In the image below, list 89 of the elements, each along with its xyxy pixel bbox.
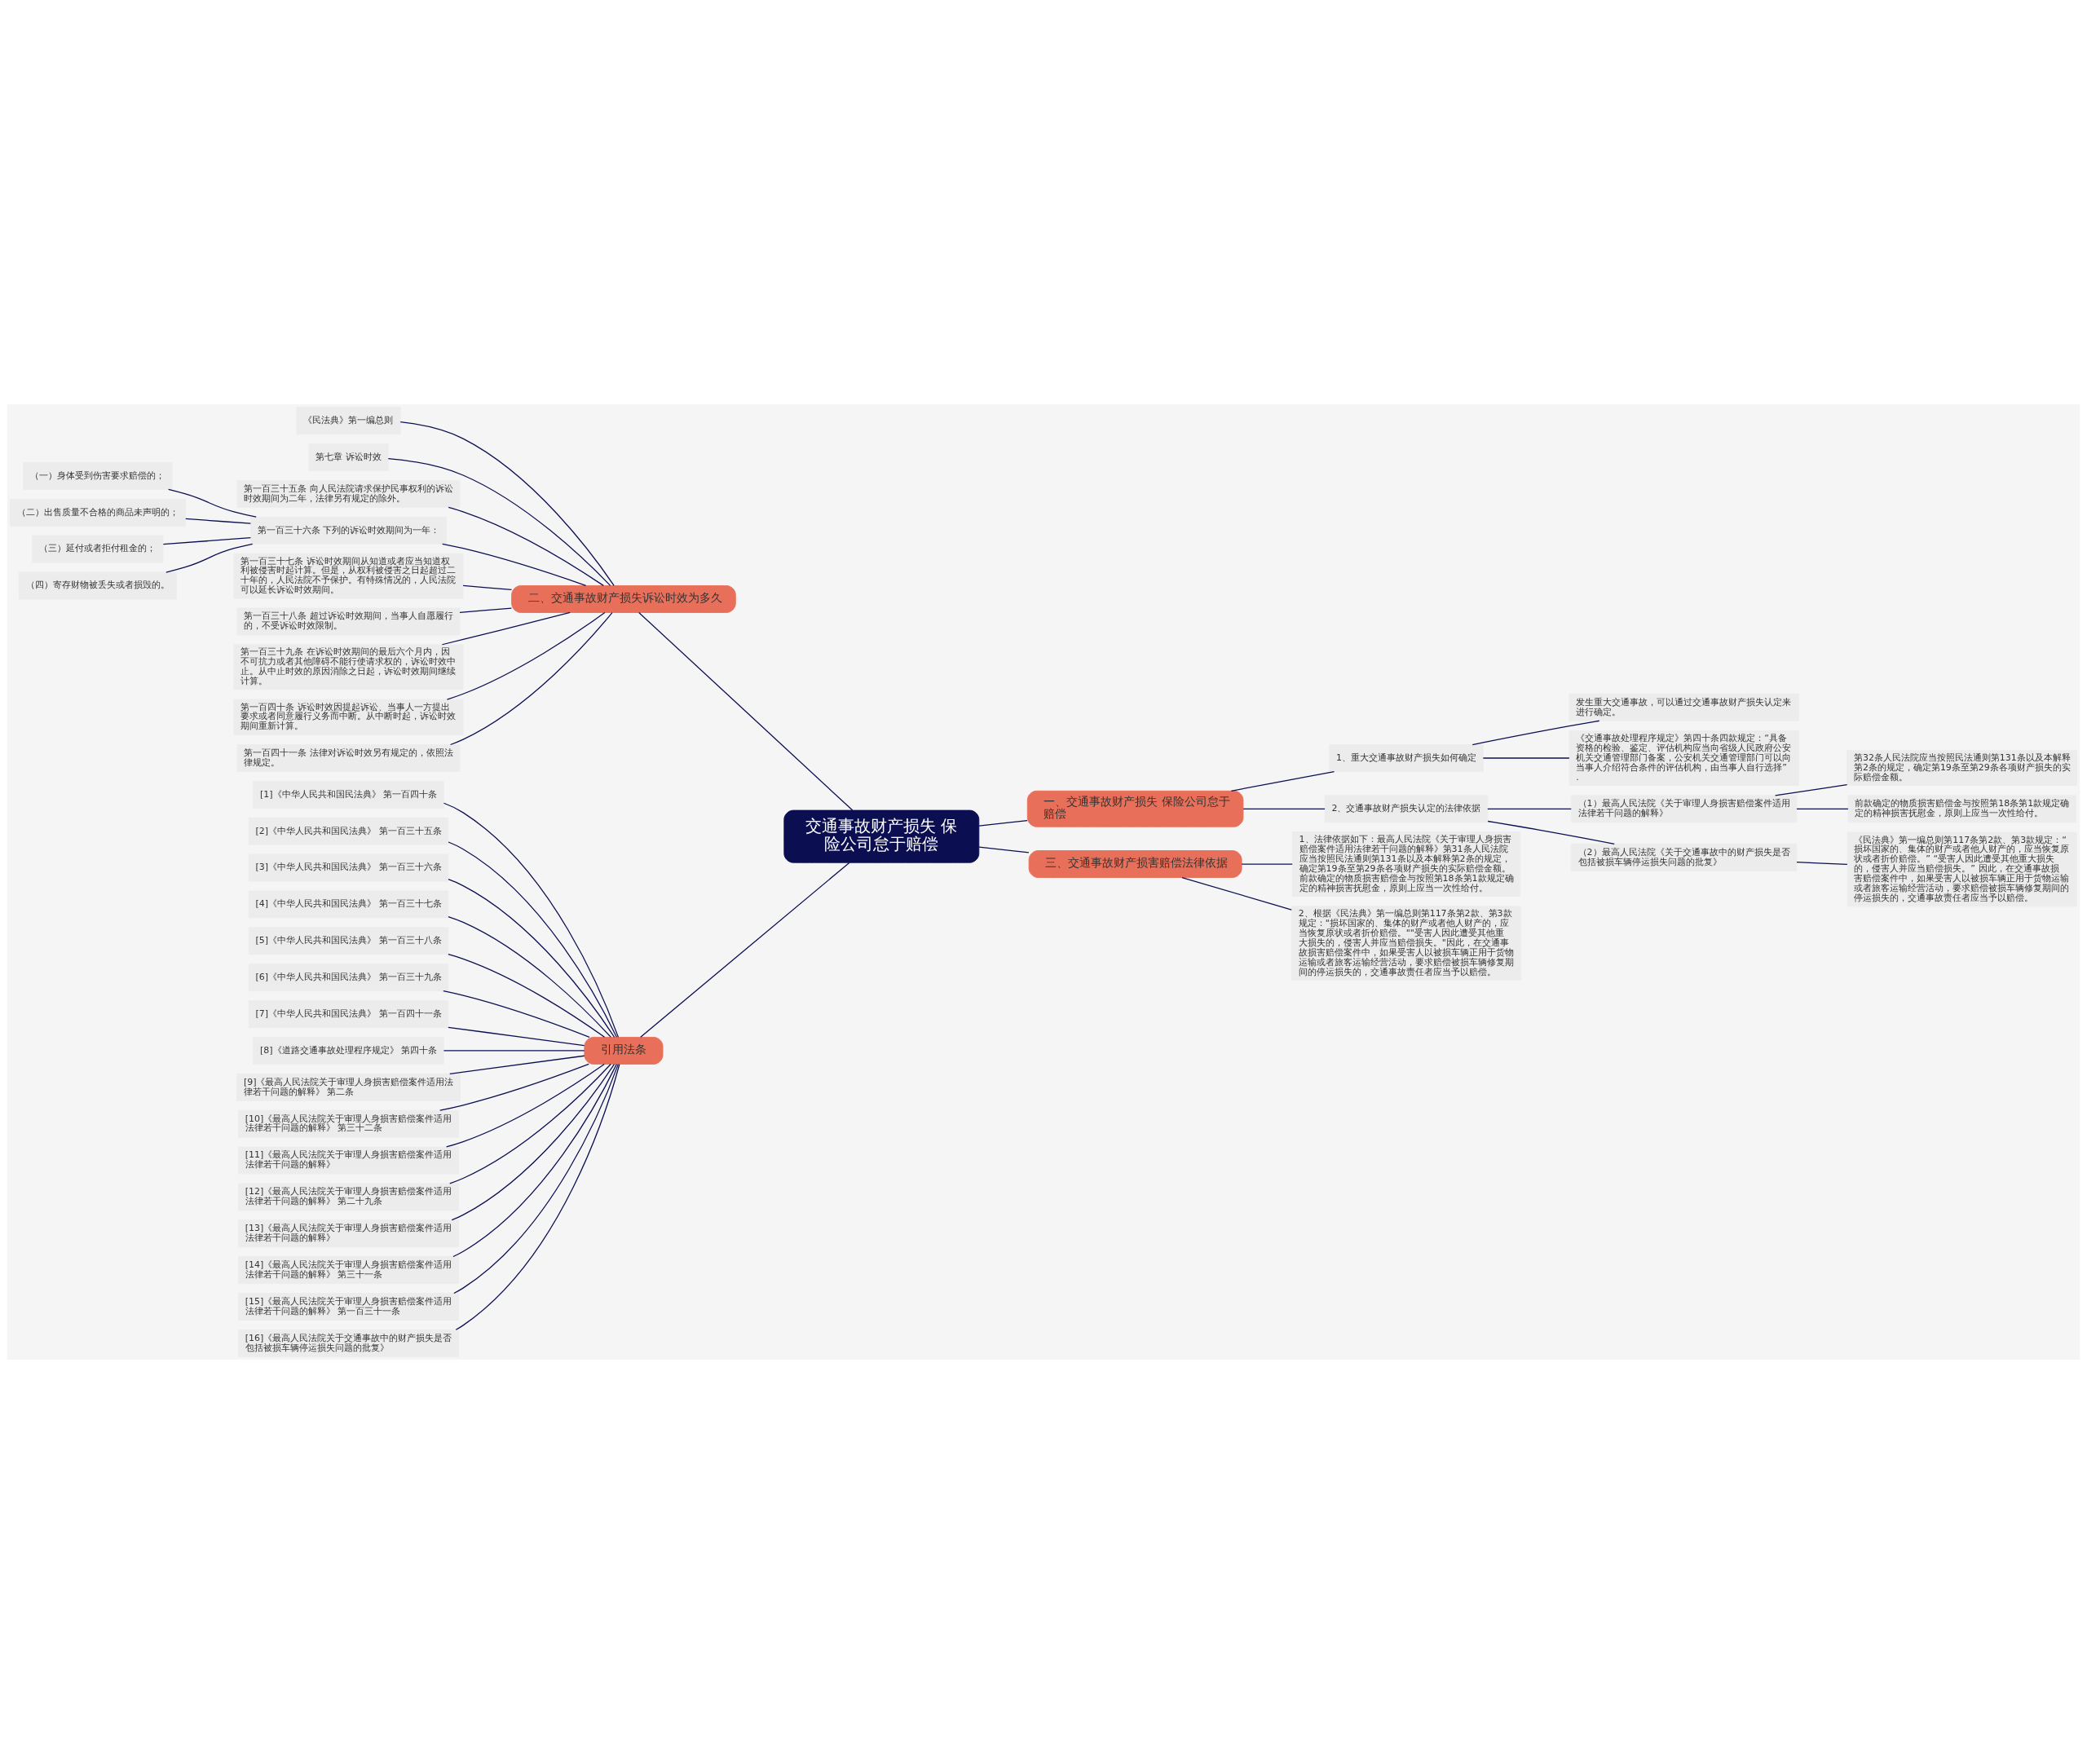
node-box: 第一百三十八条 超过诉讼时效期间，当事人自愿履行的，不受诉讼时效限制。 xyxy=(236,607,461,636)
node-box: [7]《中华人民共和国民法典》 第一百四十一条 xyxy=(248,1000,449,1028)
connector xyxy=(162,537,252,545)
connector xyxy=(1796,808,1849,809)
connector xyxy=(399,421,615,586)
connector xyxy=(448,1026,585,1047)
node-box: 前款确定的物质损害赔偿金与按照第18条第1款规定确定的精神损害抚慰金，原则上应当一次性给付。 xyxy=(1847,795,2076,823)
connector xyxy=(448,915,611,1038)
node-box: 《民法典》第一编总则第117条第2款、第3款规定：“损坏国家的、集体的财产或者他人财产的，应当恢复原状或者折价赔偿。” “受害人因此遭受其他重大损失的，侵害人并应当赔偿损失。” 因此，在交通事故损害赔偿案件中，如果受害人以被损车辆正用于货物运输或者旅客运输经营活动，要求赔偿被损车辆修复期间的停运损失的，交通事故责任者应当予以赔偿。 xyxy=(1847,831,2077,907)
connector xyxy=(1482,757,1570,759)
node-box: （二）出售质量不合格的商品未声明的； xyxy=(9,498,186,527)
node-box: 《民法典》第一编总则 xyxy=(296,407,401,435)
node-box: （2）最高人民法院《关于交通事故中的财产损失是否包括被损车辆停运损失问题的批复》 xyxy=(1570,843,1798,871)
connector xyxy=(978,820,1028,827)
node-box: [4]《中华人民共和国民法典》 第一百三十七条 xyxy=(248,890,449,919)
connector xyxy=(165,543,254,573)
connector xyxy=(443,990,590,1038)
connector xyxy=(1487,808,1572,809)
connector xyxy=(1242,808,1326,809)
node-box: 第一百四十一条 法律对诉讼时效另有规定的，依照法律规定。 xyxy=(236,744,461,772)
node-box: 第一百四十条 诉讼时效因提起诉讼、当事人一方提出要求或者同意履行义务而中断。从中断时起，诉讼时效期间重新计算。 xyxy=(233,699,464,735)
connector xyxy=(448,841,617,1038)
node-box: 第一百三十五条 向人民法院请求保护民事权利的诉讼时效期间为二年，法律另有规定的除外。 xyxy=(236,479,461,508)
connector xyxy=(449,1055,585,1074)
connector xyxy=(1181,876,1292,911)
node-box: （四）寄存财物被丢失或者损毁的。 xyxy=(18,571,177,600)
connector xyxy=(451,1064,616,1221)
node-box: 第32条人民法院应当按照民法通则第131条以及本解释第2条的规定，确定第19条至第29条各项财产损失的实际赔偿金额。 xyxy=(1847,749,2078,786)
connector xyxy=(448,954,606,1038)
connector xyxy=(443,1050,585,1052)
connector xyxy=(443,802,619,1038)
node-box: （一）身体受到伤害要求赔偿的； xyxy=(23,461,173,490)
node-box: [11]《最高人民法院关于审理人身损害赔偿案件适用法律若干问题的解释》 xyxy=(238,1146,460,1175)
node-box: （1）最高人民法院《关于审理人身损害赔偿案件适用法律若干问题的解释》 xyxy=(1570,795,1798,823)
connector xyxy=(1774,784,1848,796)
node-box: 第一百三十九条 在诉讼时效期间的最后六个月内，因不可抗力或者其他障碍不能行使请求权的，诉讼时效中止。从中止时效的原因消除之日起，诉讼时效期间继续计算。 xyxy=(233,644,464,690)
node-box: [10]《最高人民法院关于审理人身损害赔偿案件适用法律若干问题的解释》 第三十二条 xyxy=(238,1109,460,1138)
node-box: 交通事故财产损失 保险公司怠于赔偿 xyxy=(783,809,980,863)
node-box: [15]《最高人民法院关于审理人身损害赔偿案件适用法律若干问题的解释》 第一百三十一条 xyxy=(238,1293,460,1321)
node-box: [8]《道路交通事故处理程序规定》 第四十条 xyxy=(253,1037,444,1065)
node-box: （三）延付或者拒付租金的； xyxy=(32,535,164,563)
node-box: 2、根据《民法典》第一编总则第117条第2款、第3款规定："损坏国家的、集体的财产或者他人财产的，应当恢复原状或者折价赔偿。""受害人因此遭受其他重大损失的，侵害人并应当赔偿损失。"因此，在交通事故损害赔偿案件中，如果受害人以被损车辆正用于货物运输或者旅客运输经营活动，要求赔偿被损车辆修复期间的停运损失的，交通事故责任者应当予以赔偿。 xyxy=(1291,906,1521,981)
node-box: 第一百三十六条 下列的诉讼时效期间为一年： xyxy=(250,516,447,545)
connector xyxy=(449,1063,611,1184)
node-box: [2]《中华人民共和国民法典》 第一百三十五条 xyxy=(248,817,449,845)
connector xyxy=(640,862,850,1038)
connector xyxy=(448,506,604,587)
connector xyxy=(185,518,252,524)
node-box: 三、交通事故财产损害赔偿法律依据 xyxy=(1028,850,1242,878)
connector xyxy=(462,584,513,591)
node-box: 一、交通事故财产损失 保险公司怠于赔偿 xyxy=(1026,790,1244,827)
node-box: [16]《最高人民法院关于交通事故中的财产损失是否包括被损车辆停运损失问题的批复》 xyxy=(238,1329,460,1357)
connector xyxy=(168,488,257,518)
connector xyxy=(449,611,613,746)
connector xyxy=(459,607,513,613)
node-box: [3]《中华人民共和国民法典》 第一百三十六条 xyxy=(248,853,449,882)
connector xyxy=(1471,720,1600,746)
connector xyxy=(638,611,854,811)
connector xyxy=(442,543,587,587)
node-box: 2、交通事故财产损失认定的法律依据 xyxy=(1324,795,1489,823)
connector xyxy=(441,611,571,646)
node-box: [1]《中华人民共和国民法典》 第一百四十条 xyxy=(253,780,444,809)
connector xyxy=(448,879,616,1039)
node-box: 1、法律依据如下：最高人民法院《关于审理人身损害赔偿案件适用法律若干问题的解释》第31条人民法院应当按照民法通则第131条以及本解释第2条的规定，确定第19条至第29条各项财产损失的实际赔偿金额。前款确定的物质损害赔偿金与按照第18条第1款规定确定的精神损害抚慰金，原则上应当一次性给付。 xyxy=(1291,831,1521,897)
node-box: 第七章 诉讼时效 xyxy=(308,443,389,471)
node-box: 《交通事故处理程序规定》第四十条四款规定：“具备资格的检验、鉴定、评估机构应当向省级人民政府公安机关交通管理部门备案，公安机关交通管理部门可以向当事人介绍符合条件的评估机构，由当事人自行选择”. xyxy=(1569,730,1799,786)
connector xyxy=(1230,770,1335,792)
connector xyxy=(446,611,606,700)
node-box: 1、重大交通事故财产损失如何确定 xyxy=(1329,744,1484,772)
connector xyxy=(387,458,611,586)
connector xyxy=(455,1064,620,1330)
node-box: [13]《最高人民法院关于审理人身损害赔偿案件适用法律若干问题的解释》 xyxy=(238,1219,460,1248)
connector xyxy=(446,1063,605,1148)
node-box: 二、交通事故财产损失诉讼时效为多久 xyxy=(511,585,736,613)
connector xyxy=(452,1063,617,1258)
node-box: [9]《最高人民法院关于审理人身损害赔偿案件适用法律若干问题的解释》 第二条 xyxy=(236,1073,461,1101)
connector xyxy=(1487,820,1615,845)
node-box: 引用法条 xyxy=(584,1037,664,1065)
connector xyxy=(978,846,1030,853)
node-box: [12]《最高人民法院关于审理人身损害赔偿案件适用法律若干问题的解释》 第二十九条 xyxy=(238,1183,460,1211)
connector xyxy=(1241,863,1293,865)
node-box: [6]《中华人民共和国民法典》 第一百三十九条 xyxy=(248,964,449,992)
connector xyxy=(453,1063,619,1294)
node-box: [14]《最高人民法院关于审理人身损害赔偿案件适用法律若干问题的解释》 第三十一条 xyxy=(238,1256,460,1285)
node-box: 发生重大交通事故，可以通过交通事故财产损失认定来进行确定。 xyxy=(1569,693,1799,721)
connector xyxy=(1796,862,1848,866)
node-box: [5]《中华人民共和国民法典》 第一百三十八条 xyxy=(248,927,449,955)
connector xyxy=(439,1063,589,1111)
node-box: 第一百三十七条 诉讼时效期间从知道或者应当知道权利被侵害时起计算。但是，从权利被侵害之日起超过二十年的，人民法院不予保护。有特殊情况的，人民法院可以延长诉讼时效期间。 xyxy=(233,553,464,599)
